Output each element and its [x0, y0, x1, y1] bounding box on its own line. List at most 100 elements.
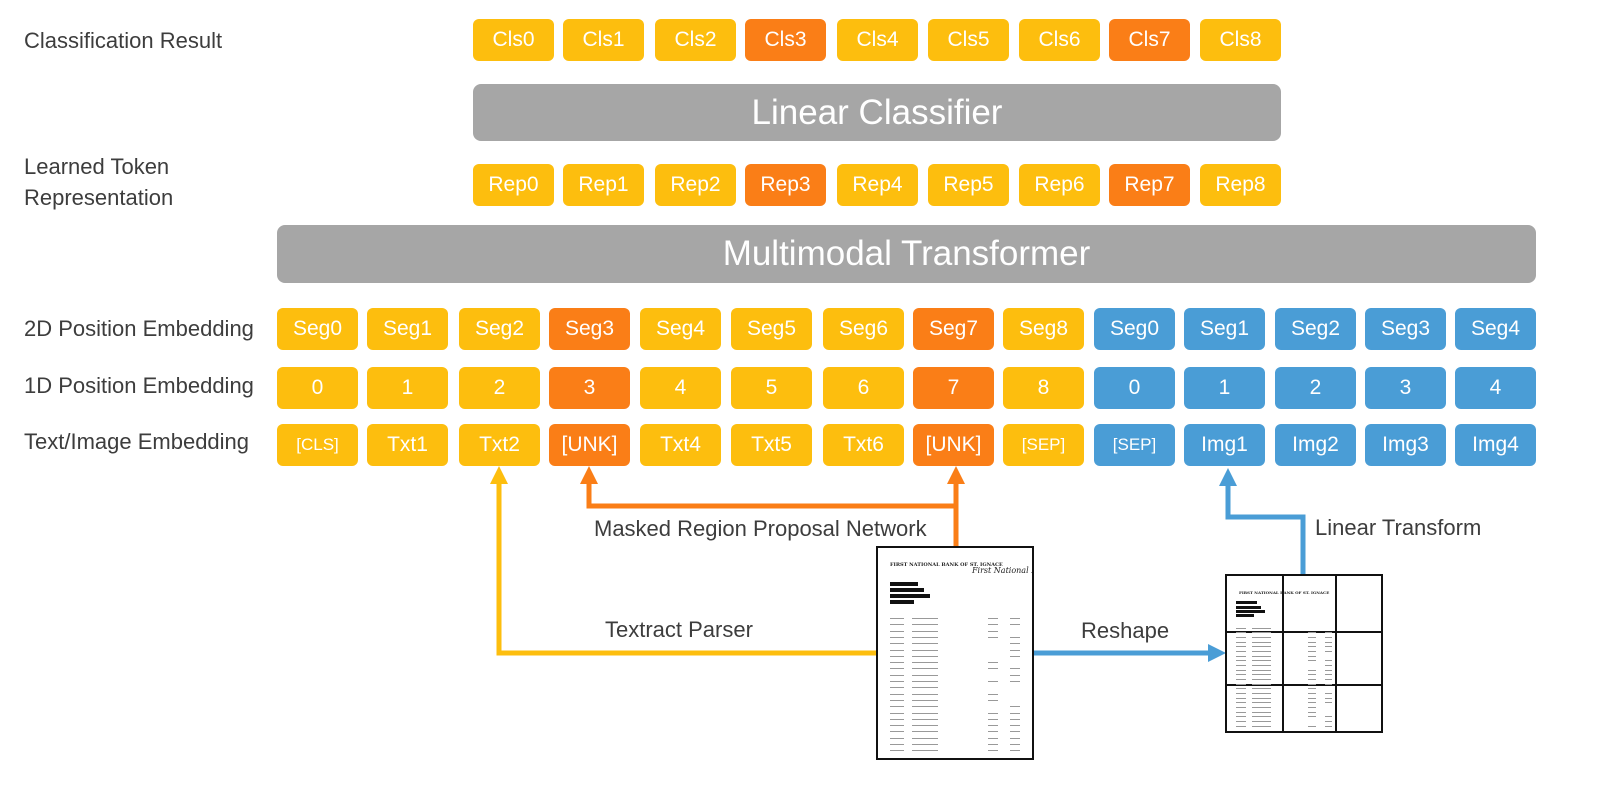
- document-logo-text: First National Bank: [972, 566, 1034, 575]
- document-text-line: [1325, 670, 1332, 671]
- document-text-line: [988, 624, 998, 625]
- document-text-line: [1236, 651, 1246, 652]
- document-text-line: [1308, 702, 1315, 703]
- document-text-line: [890, 650, 904, 651]
- document-text-line: [1236, 637, 1246, 638]
- document-text-line: [1325, 632, 1332, 633]
- document-text-line: [890, 624, 904, 625]
- document-text-line: [1252, 698, 1271, 699]
- document-text-line: [1236, 679, 1246, 680]
- document-text-line: [890, 668, 904, 669]
- document-text-line: [1308, 651, 1315, 652]
- document-text-line: [1308, 707, 1315, 708]
- document-text-line: [890, 694, 904, 695]
- document-text-line: [912, 750, 938, 751]
- document-text-line: [912, 624, 938, 625]
- document-text-line: [1325, 660, 1332, 661]
- document-text-line: [1252, 674, 1271, 675]
- document-text-line: [988, 637, 998, 638]
- document-text-line: [1236, 665, 1246, 666]
- document-text-line: [1325, 637, 1332, 638]
- document-text-line: [890, 637, 904, 638]
- redaction-block: [1236, 610, 1266, 613]
- document-text-line: [912, 656, 938, 657]
- document-text-line: [912, 687, 938, 688]
- document-text-line: [1010, 719, 1020, 720]
- document-text-line: [1325, 693, 1332, 694]
- linear-transform-arrow: [1219, 468, 1303, 576]
- document-text-line: [912, 744, 938, 745]
- document-text-line: [890, 719, 904, 720]
- document-text-line: [1308, 726, 1315, 727]
- document-text-line: [1325, 665, 1332, 666]
- document-text-line: [890, 713, 904, 714]
- document-text-line: [890, 618, 904, 619]
- document-text-line: [1325, 698, 1332, 699]
- document-text-line: [988, 738, 998, 739]
- document-text-line: [1325, 651, 1332, 652]
- document-text-line: [912, 719, 938, 720]
- document-text-line: [1236, 684, 1246, 685]
- reshape-label: Reshape: [1081, 618, 1169, 644]
- document-text-line: [1325, 716, 1332, 717]
- document-text-line: [912, 738, 938, 739]
- document-text-line: [1252, 726, 1271, 727]
- document-text-line: [1308, 637, 1315, 638]
- document-text-line: [1236, 688, 1246, 689]
- document-text-line: [1252, 670, 1271, 671]
- document-text-line: [1236, 702, 1246, 703]
- document-text-line: [988, 681, 998, 682]
- document-text-line: [912, 637, 938, 638]
- document-text-line: [1325, 721, 1332, 722]
- document-text-line: [1252, 721, 1271, 722]
- document-text-line: [1308, 660, 1315, 661]
- document-text-line: [890, 738, 904, 739]
- document-text-line: [912, 643, 938, 644]
- document-text-line: [1252, 707, 1271, 708]
- document-text-line: [1236, 693, 1246, 694]
- reshape-arrow: [1034, 644, 1226, 662]
- document-text-line: [1252, 679, 1271, 680]
- document-text-line: [1308, 712, 1315, 713]
- document-text-line: [1325, 702, 1332, 703]
- document-text-line: [912, 694, 938, 695]
- document-text-line: [1325, 646, 1332, 647]
- document-text-line: [912, 618, 938, 619]
- document-text-line: [988, 618, 998, 619]
- document-text-line: [912, 662, 938, 663]
- document-text-line: [912, 681, 938, 682]
- document-text-line: [890, 725, 904, 726]
- document-text-line: [1252, 665, 1271, 666]
- document-text-line: [1308, 693, 1315, 694]
- document-text-line: [1236, 726, 1246, 727]
- document-text-line: [912, 668, 938, 669]
- redaction-block: [1236, 601, 1257, 604]
- document-text-line: [890, 700, 904, 701]
- redaction-block: [890, 594, 930, 598]
- document-text-line: [1252, 702, 1271, 703]
- document-text-line: [890, 687, 904, 688]
- document-text-line: [1252, 628, 1271, 629]
- document-text-line: [912, 631, 938, 632]
- document-text-line: [1010, 744, 1020, 745]
- document-text-line: [1308, 670, 1315, 671]
- redaction-block: [1236, 606, 1261, 609]
- document-text-line: [1236, 707, 1246, 708]
- document-text-line: [1252, 642, 1271, 643]
- document-text-line: [1252, 656, 1271, 657]
- document-text-line: [988, 725, 998, 726]
- document-text-line: [988, 713, 998, 714]
- document-text-line: [1308, 688, 1315, 689]
- document-text-line: [1010, 725, 1020, 726]
- document-text-line: [1252, 712, 1271, 713]
- document-text-line: [912, 713, 938, 714]
- document-text-line: [890, 744, 904, 745]
- document-text-line: [1236, 642, 1246, 643]
- document-text-line: [1308, 674, 1315, 675]
- document-text-line: [1236, 656, 1246, 657]
- grid-bank-name: FIRST NATIONAL BANK OF ST. IGNACE: [1239, 590, 1329, 595]
- document-text-line: [1236, 674, 1246, 675]
- reshaped-document-grid: FIRST NATIONAL BANK OF ST. IGNACE: [1225, 574, 1383, 733]
- document-text-line: [988, 719, 998, 720]
- document-text-line: [912, 731, 938, 732]
